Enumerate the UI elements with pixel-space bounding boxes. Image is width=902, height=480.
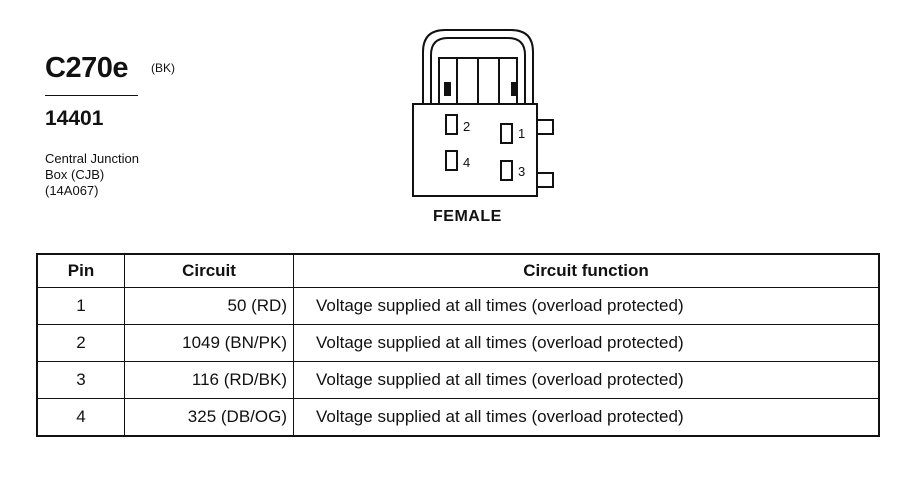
title-underline [45, 95, 138, 96]
connector-body [412, 103, 538, 197]
side-tab [537, 119, 554, 135]
cavity-1 [500, 123, 513, 144]
table-row: 1 50 (RD) Voltage supplied at all times … [36, 287, 880, 325]
part-number: 14401 [45, 107, 104, 130]
cavity-label-4: 4 [463, 155, 470, 170]
function-cell: Voltage supplied at all times (overload … [293, 361, 880, 399]
connector-location: Central Junction Box (CJB) (14A067) [45, 151, 205, 199]
connector-face-diagram: 2 1 4 3 [412, 29, 554, 197]
cavity-4 [445, 150, 458, 171]
pin-cell: 3 [36, 361, 125, 399]
location-line: Central Junction [45, 151, 139, 166]
pin-cell: 2 [36, 324, 125, 362]
latch-bump [444, 82, 451, 96]
table-row: 2 1049 (BN/PK) Voltage supplied at all t… [36, 324, 880, 362]
circuit-cell: 325 (DB/OG) [124, 398, 294, 437]
location-line: (14A067) [45, 183, 99, 198]
table-row: 3 116 (RD/BK) Voltage supplied at all ti… [36, 361, 880, 399]
cavity-label-2: 2 [463, 119, 470, 134]
latch-bump [511, 82, 518, 96]
connector-id: C270e [45, 52, 128, 84]
connector-latch-inner [430, 37, 526, 104]
pin-cell: 1 [36, 287, 125, 325]
circuit-cell: 50 (RD) [124, 287, 294, 325]
table-header-row: Pin Circuit Circuit function [36, 253, 880, 288]
function-header: Circuit function [293, 253, 880, 288]
connector-latch-outer [422, 29, 534, 104]
table-row: 4 325 (DB/OG) Voltage supplied at all ti… [36, 398, 880, 437]
function-cell: Voltage supplied at all times (overload … [293, 398, 880, 437]
wire-color-code: (BK) [151, 61, 175, 75]
cavity-3 [500, 160, 513, 181]
pin-header: Pin [36, 253, 125, 288]
pin-cell: 4 [36, 398, 125, 437]
circuit-header: Circuit [124, 253, 294, 288]
function-cell: Voltage supplied at all times (overload … [293, 287, 880, 325]
circuit-cell: 1049 (BN/PK) [124, 324, 294, 362]
circuit-cell: 116 (RD/BK) [124, 361, 294, 399]
pinout-table: Pin Circuit Circuit function 1 50 (RD) V… [36, 253, 880, 437]
cavity-2 [445, 114, 458, 135]
function-cell: Voltage supplied at all times (overload … [293, 324, 880, 362]
connector-gender-label: FEMALE [433, 208, 502, 225]
location-line: Box (CJB) [45, 167, 105, 182]
cavity-label-3: 3 [518, 164, 525, 179]
side-tab [537, 172, 554, 188]
cavity-label-1: 1 [518, 126, 525, 141]
